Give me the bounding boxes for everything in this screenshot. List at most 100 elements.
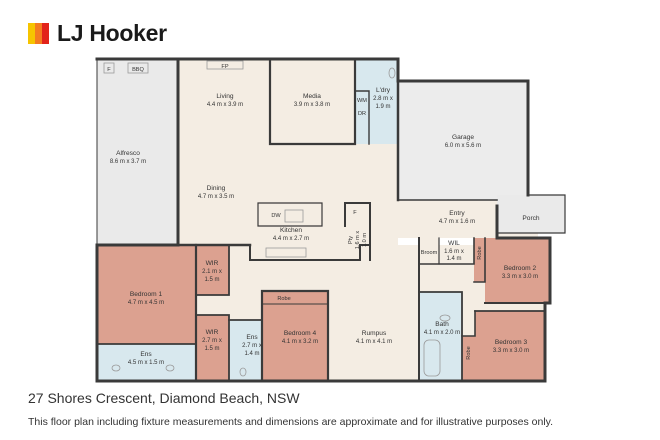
bedroom4-walls: [260, 289, 330, 383]
ens1-floor: [97, 344, 196, 381]
media-walls: [268, 57, 357, 146]
kitchen-name: Kitchen: [280, 227, 302, 234]
wir2-name: WIR: [206, 329, 219, 336]
bedroom1-dims: 4.7 m x 4.5 m: [128, 300, 164, 306]
bbq-box: [127, 62, 149, 74]
alfresco-area: [97, 59, 178, 245]
robe-bed2-label: Robe: [477, 246, 483, 259]
rumpus-name: Rumpus: [362, 330, 387, 337]
bedroom2-name: Bedroom 2: [504, 265, 537, 272]
robe-bed2-floor: [474, 238, 485, 282]
fixtures: [103, 60, 451, 377]
kitchen-fridge-label: F: [353, 210, 357, 216]
lj-hooker-logo: LJ Hooker: [28, 18, 167, 48]
bedroom4-dims: 4.1 m x 3.2 m: [282, 339, 318, 345]
bedroom2-floor: [485, 238, 550, 303]
ens2-name: Ens: [246, 334, 258, 341]
dryer-label: DR: [358, 111, 366, 117]
fireplace-box: [206, 60, 244, 70]
bedroom4-floor: [262, 291, 328, 381]
ens1-name: Ens: [140, 351, 152, 358]
bedroom1-name: Bedroom 1: [130, 291, 163, 298]
wir2-dims-1: 2.7 m x: [202, 338, 222, 344]
bedroom4-name: Bedroom 4: [284, 330, 317, 337]
logo-bar-red: [42, 22, 49, 44]
ens1-dims: 4.5 m x 1.5 m: [128, 360, 164, 366]
dishwasher-label: DW: [271, 213, 281, 219]
alfresco-name: Alfresco: [116, 150, 140, 157]
alfresco-fridge-label: F: [107, 67, 111, 73]
ens2-dims-2: 1.4 m: [244, 351, 259, 357]
kitchen-walls: [249, 202, 371, 261]
ens2-floor: [229, 320, 262, 381]
wil-dims-1: 1.6 m x: [444, 249, 464, 255]
media-name: Media: [303, 93, 321, 100]
room-labels: Alfresco 8.6 m x 3.7 m Living 4.4 m x 3.…: [110, 87, 540, 366]
kitchen-dims: 4.4 m x 2.7 m: [273, 236, 309, 242]
porch-area: [497, 195, 565, 233]
laundry-appliance-walls: [354, 90, 370, 145]
pantry-dims-2: 1.0 m: [362, 233, 368, 247]
robe-bed4-label: Robe: [277, 296, 290, 302]
bath-dims: 4.1 m x 2.0 m: [424, 330, 460, 336]
alfresco-fridge-box: [103, 62, 115, 74]
ens2-dims-1: 2.7 m x: [242, 343, 262, 349]
broom-floor: [419, 238, 439, 264]
robe-bed3-wall: [461, 310, 476, 337]
floor-fills: [97, 59, 565, 381]
laundry-tub-icon: [388, 67, 396, 79]
alfresco-dims: 8.6 m x 3.7 m: [110, 159, 146, 165]
bath-name: Bath: [435, 321, 449, 328]
pantry-name: Pty: [348, 236, 354, 244]
fixture-labels: F BBQ FP WM DR DW F Robe Robe Robe: [107, 64, 483, 360]
wir1-dims-1: 2.1 m x: [202, 269, 222, 275]
bath-walls: [418, 291, 463, 382]
wir2-walls: [195, 314, 230, 382]
porch-outline: [496, 194, 566, 234]
ens1-basin2-icon: [165, 364, 175, 372]
bedroom2-west-wall: [473, 237, 486, 283]
bbq-label: BBQ: [132, 67, 144, 73]
garage-name: Garage: [452, 134, 474, 141]
garage-floor: [398, 81, 528, 200]
logo-bar-orange: [35, 22, 42, 44]
garage-dims: 6.0 m x 5.6 m: [445, 143, 481, 149]
robe-bed3-label: Robe: [466, 346, 472, 359]
rumpus-dims: 4.1 m x 4.1 m: [356, 339, 392, 345]
living-name: Living: [216, 93, 234, 100]
bath-basin-icon: [439, 314, 451, 322]
ens2-toilet-icon: [239, 367, 247, 377]
wil-walls: [418, 237, 475, 265]
washing-machine-label: WM: [357, 98, 367, 104]
wir1-name: WIR: [206, 260, 219, 267]
kitchen-island: [257, 202, 323, 227]
bedroom1-floor: [97, 245, 196, 344]
laundry-dims-2: 1.9 m: [375, 104, 390, 110]
pantry-dims-1: 1.6 m x: [355, 231, 361, 250]
robe-bed3-floor: [462, 336, 475, 381]
porch-name: Porch: [522, 215, 540, 222]
lj-hooker-logo-mark: [28, 22, 49, 44]
logo-bar-yellow: [28, 22, 35, 44]
ens1-basin-icon: [111, 364, 121, 372]
fireplace-label: FP: [221, 64, 228, 70]
broom-name: Broom: [421, 250, 438, 256]
entry-dims: 4.7 m x 1.6 m: [439, 219, 475, 225]
brand-name: LJ Hooker: [57, 19, 167, 46]
wir1-walls: [195, 244, 230, 296]
bedroom3-floor: [475, 311, 545, 381]
disclaimer-text: This floor plan including fixture measur…: [28, 416, 554, 428]
living-dims: 4.4 m x 3.9 m: [207, 102, 243, 108]
wil-dims-2: 1.4 m: [446, 256, 461, 262]
wir2-floor: [196, 315, 229, 381]
laundry-dims-1: 2.8 m x: [373, 96, 393, 102]
cooktop-icon: [265, 247, 307, 258]
wir1-floor: [196, 245, 229, 295]
entry-name: Entry: [449, 210, 465, 217]
dining-dims: 4.7 m x 3.5 m: [198, 194, 234, 200]
bedroom3-dims: 3.3 m x 3.0 m: [493, 348, 529, 354]
bath-floor: [419, 292, 462, 381]
property-address: 27 Shores Crescent, Diamond Beach, NSW: [28, 390, 300, 406]
walls: [95, 57, 566, 383]
